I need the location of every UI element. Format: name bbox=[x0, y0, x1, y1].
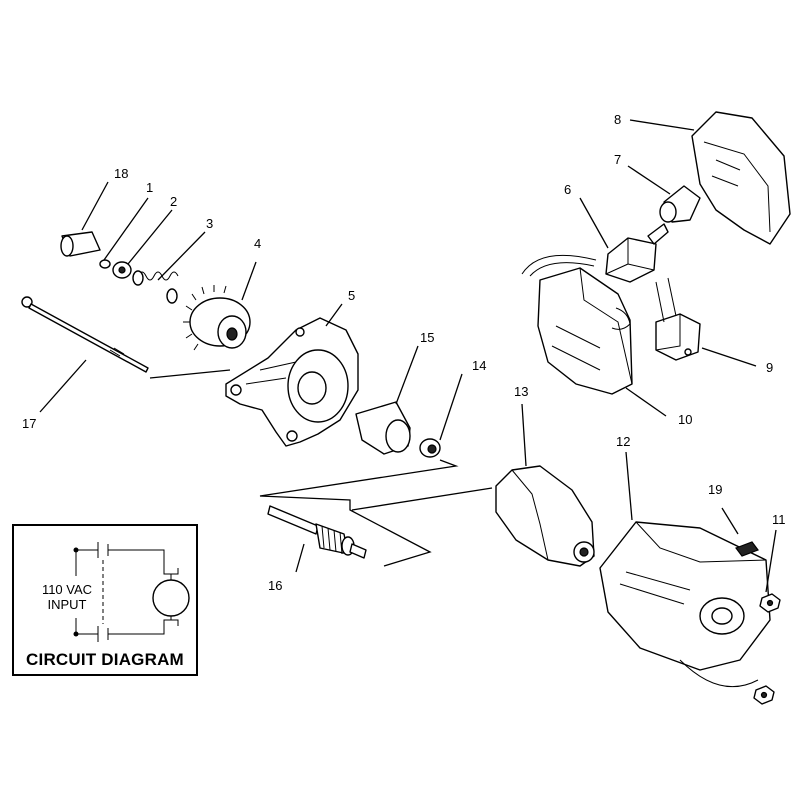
circuit-schematic bbox=[73, 542, 190, 642]
part-3-spring bbox=[132, 270, 179, 304]
part-9-connector bbox=[655, 277, 701, 361]
part-6-switch bbox=[605, 223, 669, 283]
callout-10: 10 bbox=[678, 412, 692, 427]
part-7-knob bbox=[659, 185, 701, 223]
part-19-clip bbox=[735, 541, 759, 557]
callout-19: 19 bbox=[708, 482, 722, 497]
callout-9: 9 bbox=[766, 360, 773, 375]
circuit-input-line1: 110 VAC bbox=[41, 582, 93, 597]
part-16-shaft bbox=[267, 505, 367, 559]
part-14-bushing bbox=[419, 438, 441, 458]
part-8-end-cover bbox=[691, 111, 791, 245]
part-1-ring bbox=[99, 259, 111, 269]
part-4-gear bbox=[183, 285, 251, 351]
circuit-diagram-title: CIRCUIT DIAGRAM bbox=[26, 650, 184, 669]
callout-6: 6 bbox=[564, 182, 571, 197]
part-12-motor bbox=[599, 521, 771, 688]
callout-17: 17 bbox=[22, 416, 36, 431]
part-10-switch-housing bbox=[521, 254, 633, 395]
part-15-shield bbox=[355, 401, 411, 455]
part-5-housing bbox=[225, 317, 359, 447]
part-11-nut bbox=[753, 593, 781, 705]
part-13-gearbox-cover bbox=[495, 465, 595, 567]
part-2-washer bbox=[112, 261, 132, 279]
callout-4: 4 bbox=[254, 236, 261, 251]
callout-7: 7 bbox=[614, 152, 621, 167]
callout-14: 14 bbox=[472, 358, 486, 373]
callout-16: 16 bbox=[268, 578, 282, 593]
part-18-sleeve bbox=[60, 231, 101, 257]
callout-15: 15 bbox=[420, 330, 434, 345]
callout-1: 1 bbox=[146, 180, 153, 195]
callout-8: 8 bbox=[614, 112, 621, 127]
circuit-input-label: 110 VAC INPUT bbox=[32, 582, 102, 612]
circuit-diagram-box: 110 VAC INPUT CIRCUIT DIAGRAM bbox=[12, 524, 198, 676]
callout-13: 13 bbox=[514, 384, 528, 399]
callout-12: 12 bbox=[616, 434, 630, 449]
callout-5: 5 bbox=[348, 288, 355, 303]
callout-2: 2 bbox=[170, 194, 177, 209]
part-17-rod bbox=[21, 296, 149, 373]
callout-3: 3 bbox=[206, 216, 213, 231]
callout-18: 18 bbox=[114, 166, 128, 181]
callout-11: 11 bbox=[772, 512, 786, 527]
motor-symbol bbox=[152, 579, 190, 617]
circuit-input-line2: INPUT bbox=[47, 597, 87, 612]
